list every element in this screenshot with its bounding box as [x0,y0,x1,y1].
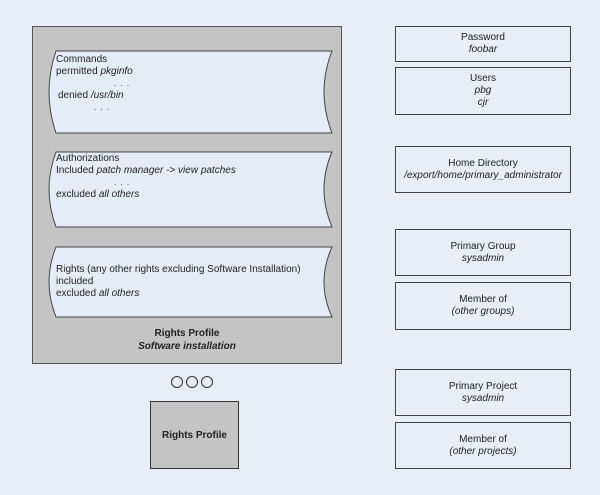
users-box: Users pbg cjr [395,67,571,115]
authorizations-section: Authorizations Included patch manager ->… [44,151,334,228]
profile-footer-label: Rights Profile [154,328,220,339]
authorizations-text: Authorizations Included patch manager ->… [56,153,236,201]
circle-icon [171,376,183,388]
user-value: pbg [474,85,492,96]
member-of-groups-label: Member of [459,294,507,305]
primary-project-value: sysadmin [461,392,505,404]
authorizations-included: Included patch manager -> view patches [56,165,236,176]
password-label: Password [461,32,505,43]
rights-section: Rights (any other rights excluding Softw… [44,246,334,318]
user-value: cjr [477,97,489,108]
profile-footer-value: Software installation [138,341,236,352]
rights-text: Rights (any other rights excluding Softw… [56,264,301,300]
password-box: Password foobar [395,26,571,62]
rights-profile-box-label: Rights Profile [161,429,227,441]
profile-footer: Rights Profile Software installation [32,327,342,353]
commands-text: Commands permitted pkginfo . . . denied … [56,54,133,114]
ellipsis: . . . [114,79,131,88]
primary-group-label: Primary Group [450,240,516,252]
circle-icon [186,376,198,388]
commands-denied: denied /usr/bin [58,90,124,101]
member-of-groups-value: (other groups) [451,306,515,317]
home-directory-label: Home Directory [448,157,518,169]
commands-permitted: permitted pkginfo [56,66,133,77]
authorizations-title: Authorizations [56,153,120,164]
users-label: Users [469,73,497,84]
commands-scroll-shape [48,50,333,134]
ellipsis: . . . [94,103,111,112]
rights-profile-box: Rights Profile [150,401,239,469]
rights-included: included [56,276,94,287]
primary-group-box: Primary Group sysadmin [395,229,571,276]
circle-icon [201,376,213,388]
member-of-projects-box: Member of (other projects) [395,422,571,469]
primary-project-box: Primary Project sysadmin [395,369,571,416]
rights-scroll-shape [48,246,333,318]
authorizations-scroll-shape [48,151,333,228]
rights-excluded: excluded all others [56,288,140,299]
home-directory-value: /export/home/primary_administrator [404,169,562,181]
commands-title: Commands [56,54,108,65]
primary-project-label: Primary Project [448,380,518,392]
home-directory-box: Home Directory /export/home/primary_admi… [395,146,571,193]
authorizations-excluded: excluded all others [56,189,140,200]
password-value: foobar [468,44,498,55]
member-of-projects-value: (other projects) [449,445,517,457]
member-of-groups-box: Member of (other groups) [395,282,571,330]
rights-title: Rights (any other rights excluding Softw… [56,264,301,275]
more-profiles-indicator [171,376,213,388]
member-of-projects-label: Member of [459,433,507,445]
ellipsis: . . . [114,178,131,187]
primary-group-value: sysadmin [461,252,505,264]
commands-section: Commands permitted pkginfo . . . denied … [44,50,334,134]
